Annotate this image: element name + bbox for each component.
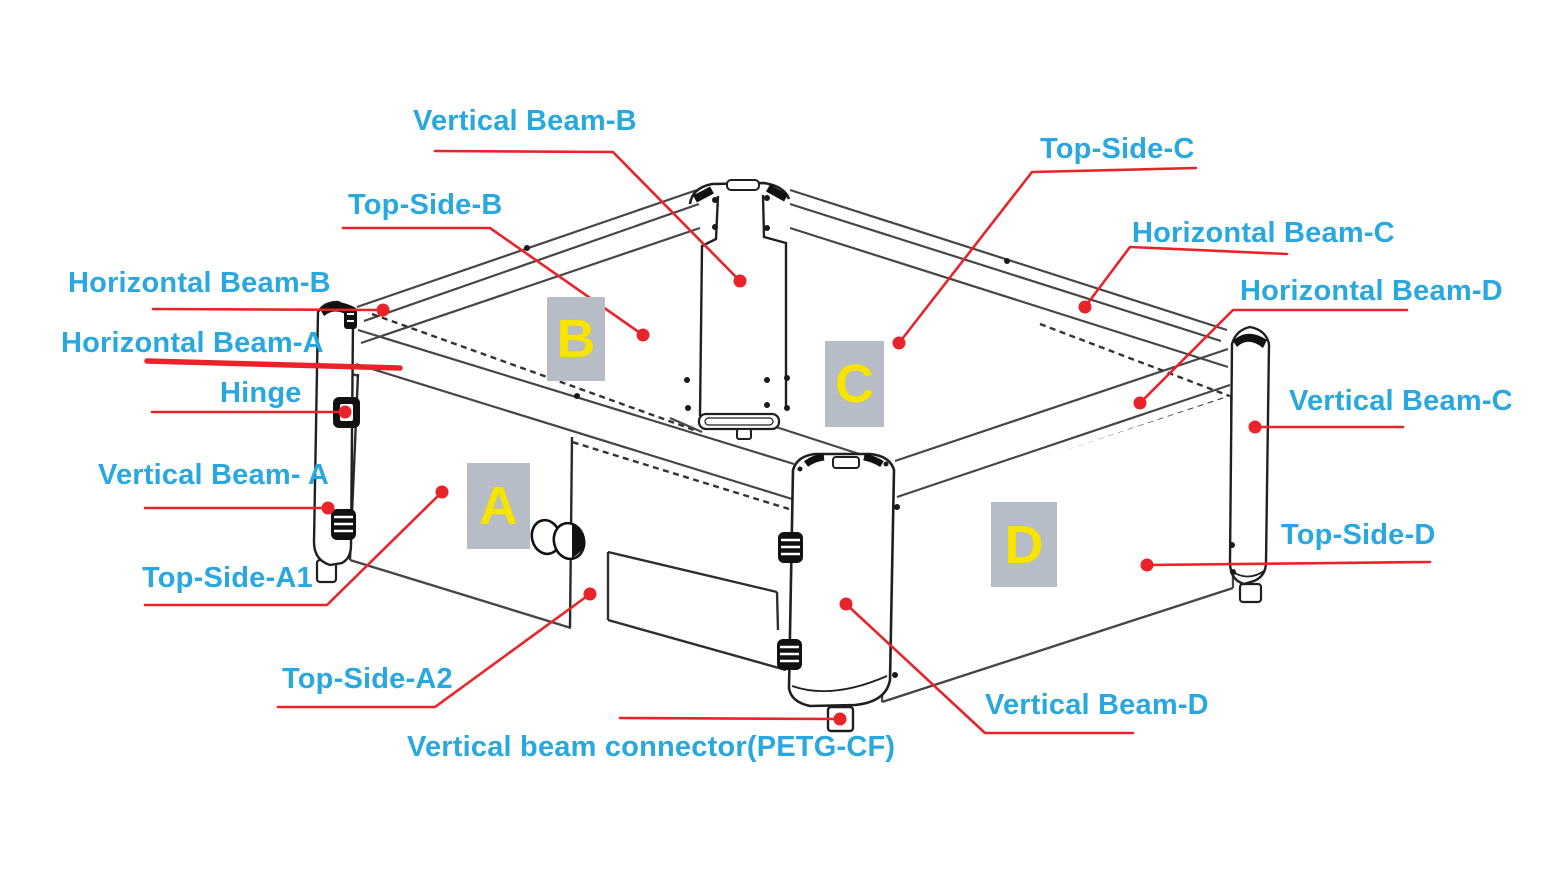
zone-letter-c: C — [835, 354, 874, 414]
leader-vertical-beam-connector — [618, 716, 842, 721]
part-label-vertical-beam-b: Vertical Beam-B — [413, 105, 637, 137]
leader-top-side-a2 — [276, 592, 592, 709]
leader-top-side-c — [897, 166, 1198, 345]
front-lower-hinge — [777, 639, 802, 670]
zone-letter-b: B — [556, 309, 596, 369]
part-label-vertical-beam-c: Vertical Beam-C — [1289, 385, 1513, 417]
vertical-beam-c-pillar — [1228, 325, 1271, 604]
part-label-horizontal-beam-b: Horizontal Beam-B — [68, 267, 331, 299]
door-latch — [530, 518, 586, 561]
vertical-beam-b-pillar — [684, 179, 791, 440]
part-label-vertical-beam-d: Vertical Beam-D — [985, 689, 1209, 721]
front-upper-hinge — [778, 532, 803, 563]
part-label-top-side-a1: Top-Side-A1 — [142, 562, 313, 594]
horizontal-beam-d-drawing — [894, 347, 1231, 499]
top-side-a2-panel — [606, 550, 787, 672]
rim-screw — [524, 245, 530, 251]
leader-horizontal-beam-d — [1138, 308, 1409, 405]
part-label-top-side-d: Top-Side-D — [1281, 519, 1436, 551]
zone-box-b: B — [547, 297, 605, 381]
zone-box-c: C — [825, 341, 884, 427]
vertical-beam-d-pillar — [777, 452, 900, 733]
part-label-horizontal-beam-d: Horizontal Beam-D — [1240, 275, 1503, 307]
leader-horizontal-beam-a — [144, 358, 403, 371]
leader-dots — [321, 274, 1262, 726]
leader-vertical-beam-d — [844, 602, 1135, 735]
part-label-vertical-beam-a: Vertical Beam- A — [98, 459, 330, 491]
part-label-hinge: Hinge — [220, 377, 302, 409]
zone-letter-a: A — [479, 476, 518, 536]
part-label-vertical-beam-connector: Vertical beam connector(PETG-CF) — [407, 731, 896, 763]
zone-letter-d: D — [1004, 514, 1044, 575]
leader-lines — [143, 149, 1432, 735]
part-label-horizontal-beam-a: Horizontal Beam-A — [61, 327, 324, 359]
part-label-top-side-a2: Top-Side-A2 — [282, 663, 453, 695]
part-label-top-side-c: Top-Side-C — [1040, 133, 1195, 165]
leader-horizontal-beam-c — [1083, 245, 1289, 309]
rim-screw — [1004, 258, 1010, 264]
zone-box-d: D — [991, 502, 1057, 587]
leader-horizontal-beam-b — [151, 307, 385, 312]
part-label-top-side-b: Top-Side-B — [348, 189, 503, 221]
zone-box-a: A — [467, 463, 530, 549]
part-label-horizontal-beam-c: Horizontal Beam-C — [1132, 217, 1395, 249]
top-side-a1-panel — [348, 372, 580, 630]
left-lower-hinge — [331, 509, 356, 540]
leader-top-side-d — [1145, 560, 1432, 567]
leader-vertical-beam-b — [433, 149, 742, 283]
leader-top-side-a1 — [143, 490, 444, 607]
